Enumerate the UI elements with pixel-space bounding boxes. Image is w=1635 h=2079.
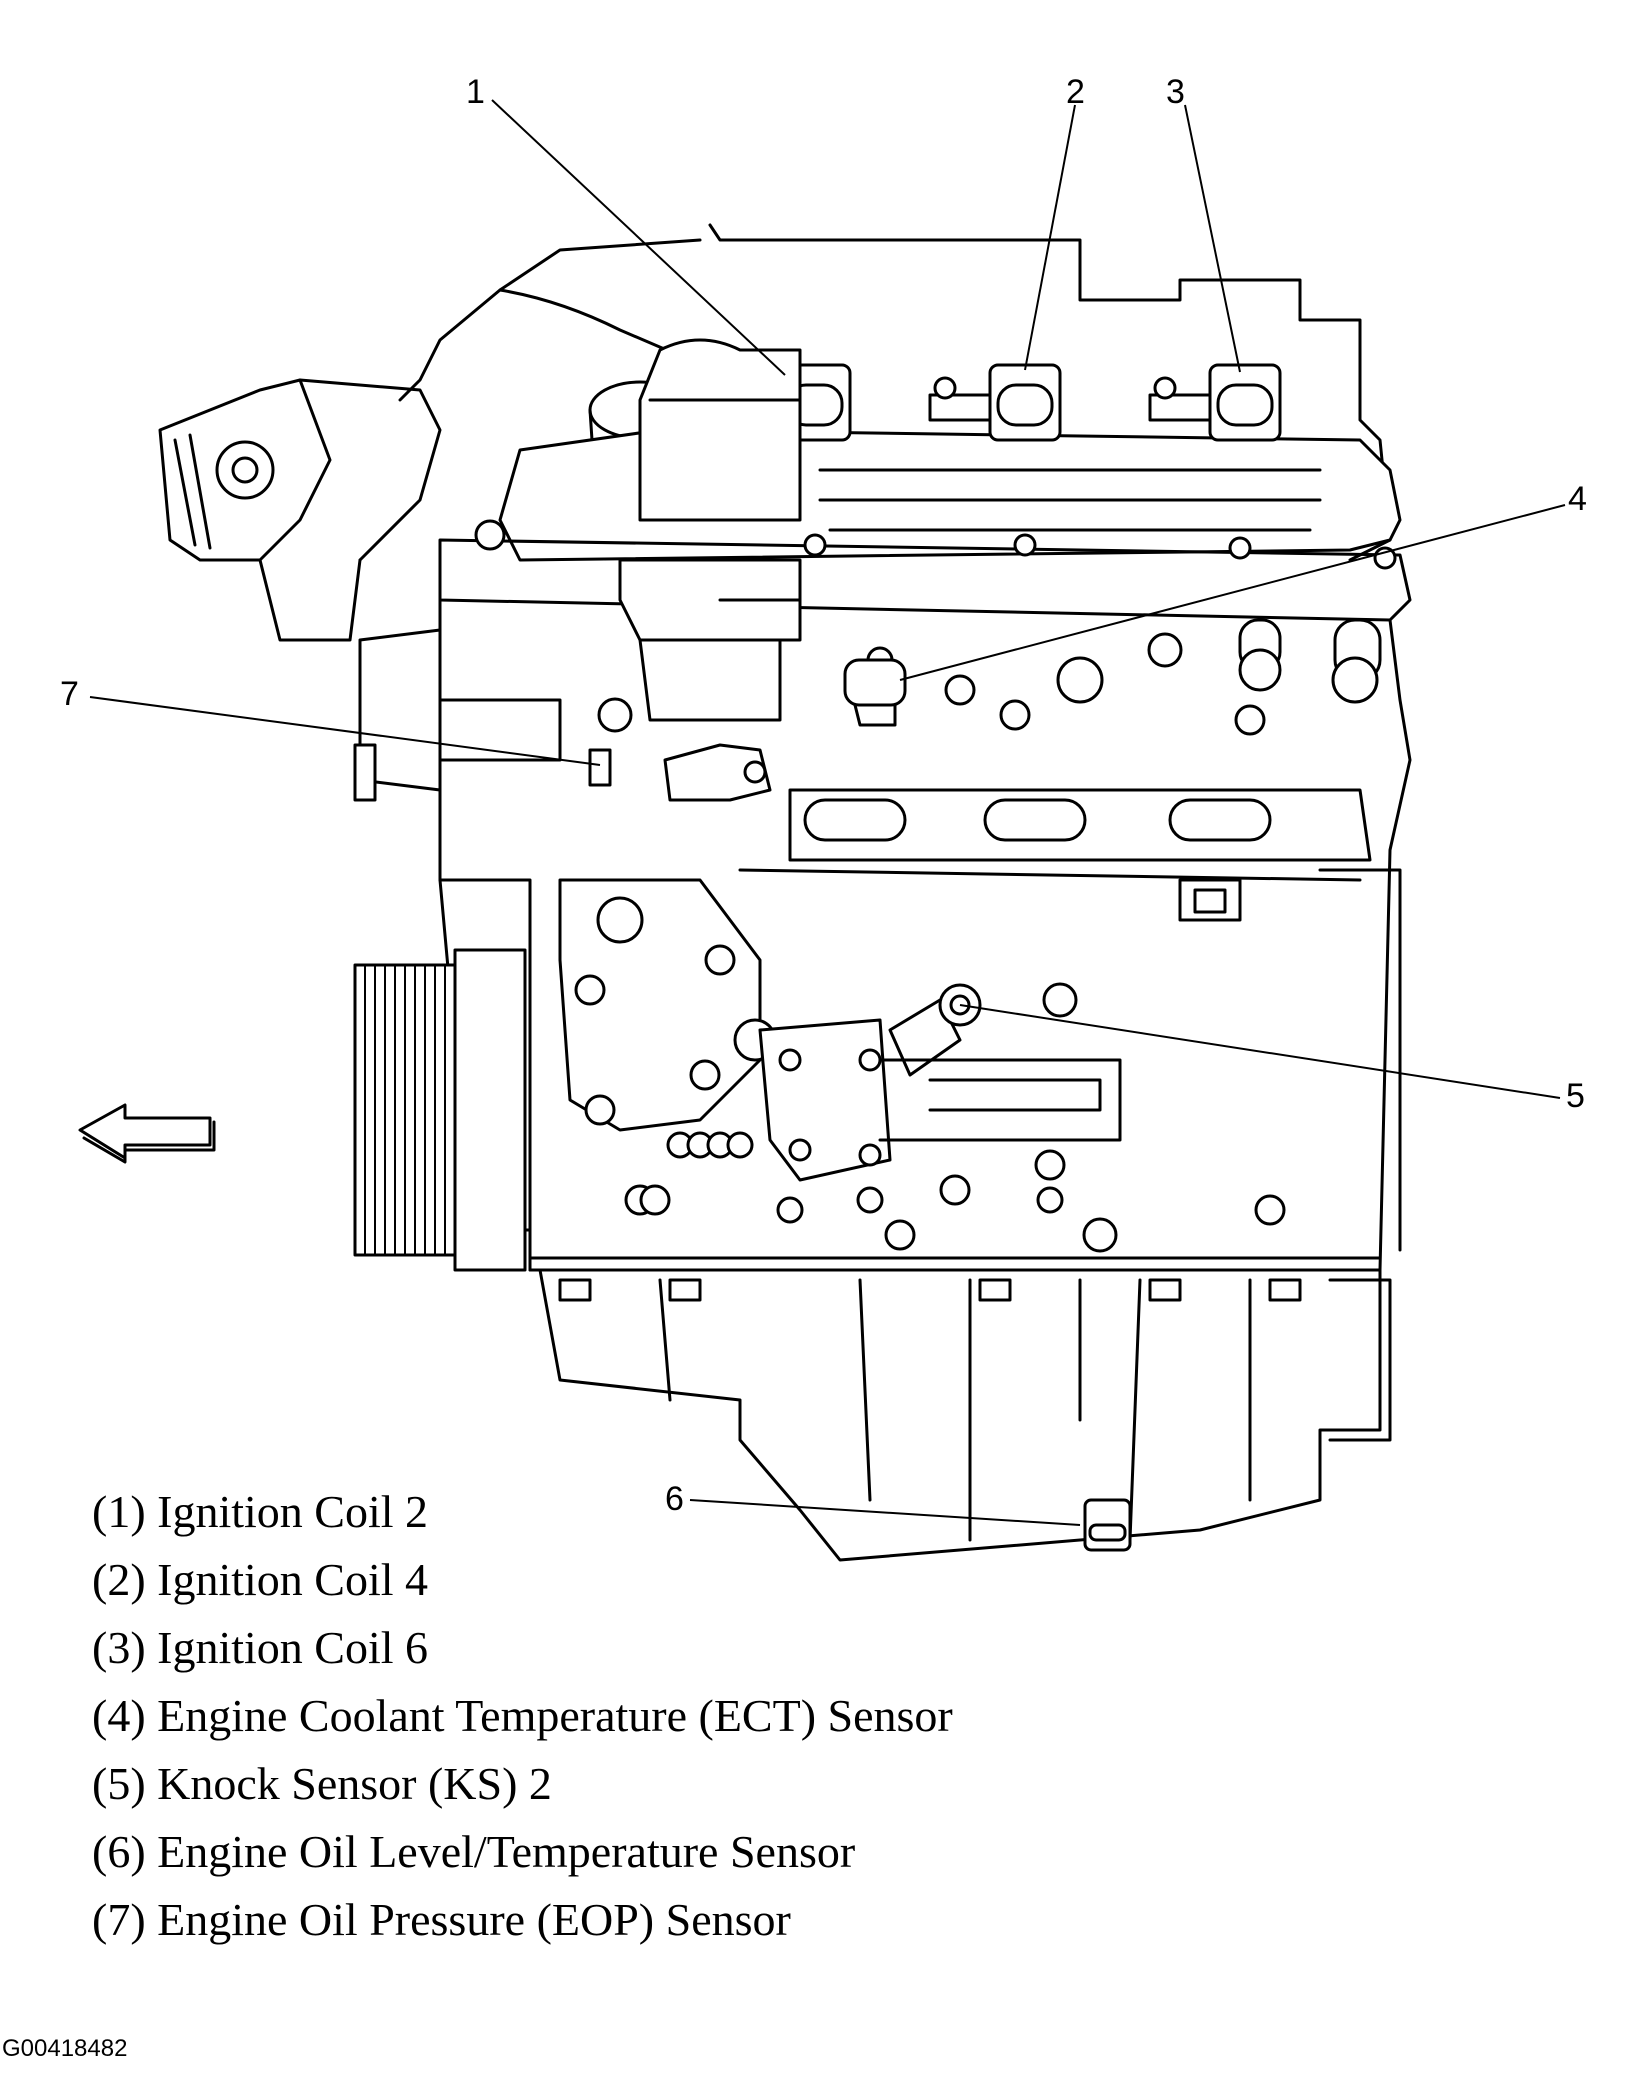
legend-item: (3) Ignition Coil 6 <box>92 1622 429 1673</box>
throttle-body <box>158 378 442 642</box>
ignition-coil-6 <box>1148 363 1282 442</box>
legend-item: (5) Knock Sensor (KS) 2 <box>92 1758 552 1809</box>
callout-2: 2 <box>1066 73 1085 111</box>
legend-item: (7) Engine Oil Pressure (EOP) Sensor <box>92 1894 791 1945</box>
head-ports <box>597 618 1382 736</box>
callout-6: 6 <box>665 1480 684 1518</box>
callout-numbers: 1 2 3 4 5 6 7 <box>60 73 1587 1518</box>
ect-sensor <box>843 658 907 727</box>
legend-item: (6) Engine Oil Level/Temperature Sensor <box>92 1826 856 1877</box>
parts-legend: (1) Ignition Coil 2 (2) Ignition Coil 4 … <box>92 1478 953 1954</box>
oil-filter-housing <box>618 338 802 722</box>
callout-3: 3 <box>1166 73 1185 111</box>
figure-id: G00418482 <box>2 2035 128 2062</box>
oil-level-sensor <box>1083 1498 1132 1552</box>
engine-drawing <box>158 223 1412 1562</box>
callout-7: 7 <box>60 675 79 713</box>
valve-cover <box>498 428 1402 562</box>
ignition-coil-4 <box>928 363 1062 442</box>
eop-sensor <box>588 743 772 802</box>
leader-lines <box>89 99 1566 1526</box>
crank-pulley <box>353 948 527 1272</box>
callout-4: 4 <box>1568 480 1587 518</box>
legend-item: (4) Engine Coolant Temperature (ECT) Sen… <box>92 1690 953 1741</box>
legend-item: (2) Ignition Coil 4 <box>92 1554 429 1605</box>
oil-pan <box>538 1268 1392 1562</box>
legend-item: (1) Ignition Coil 2 <box>92 1486 429 1537</box>
callout-1: 1 <box>466 73 485 111</box>
arrow-left-icon <box>78 1103 216 1164</box>
callout-5: 5 <box>1566 1077 1585 1115</box>
